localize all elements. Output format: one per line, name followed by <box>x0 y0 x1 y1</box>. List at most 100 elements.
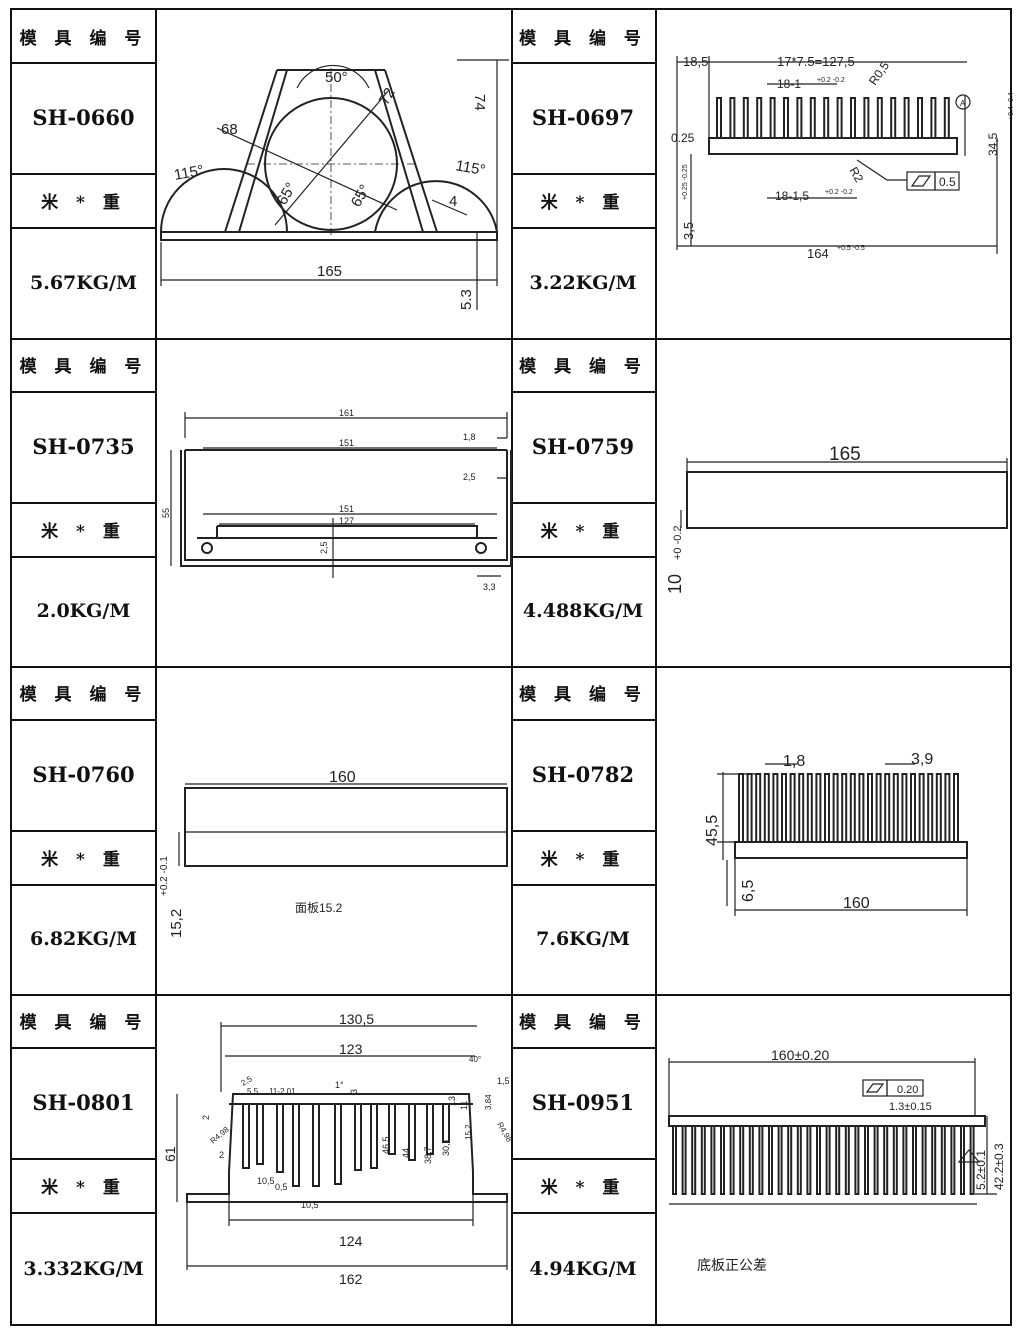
profile-drawing-sh-0660: 50° 72 74 68 115° 115° 65° 65° 4 165 5.3 <box>160 59 509 310</box>
mold-code-header: 模 具 编 号 <box>519 1013 647 1033</box>
fin <box>756 97 763 139</box>
fin <box>354 1103 362 1171</box>
fin <box>931 1125 937 1195</box>
fin <box>276 1103 284 1173</box>
fin <box>917 97 923 139</box>
dim-15-2: 15,2 <box>168 909 185 938</box>
dim-161: 161 <box>339 408 354 418</box>
dim-3-9: 3,9 <box>911 751 933 768</box>
dim-4: 4 <box>449 193 457 210</box>
fin <box>912 1125 917 1195</box>
dim-6-5: 6,5 <box>740 880 757 902</box>
dim-2-inner: 2 <box>219 1150 224 1160</box>
dim-115-right: 115° <box>454 157 486 179</box>
dim-160: 160±0.20 <box>771 1047 830 1063</box>
dim-165: 165 <box>317 263 342 280</box>
dim-165: 165 <box>829 444 861 465</box>
fin <box>796 1125 802 1195</box>
dim-151-top: 151 <box>339 438 354 448</box>
fin <box>742 97 749 139</box>
fin <box>312 1103 320 1187</box>
dim-44: 44 <box>401 1148 411 1158</box>
fin <box>918 773 925 843</box>
fin <box>867 773 873 843</box>
fin <box>681 1125 687 1195</box>
dim-3: 3 <box>349 1089 359 1094</box>
fin <box>876 97 883 139</box>
mold-code-header: 模 具 编 号 <box>19 1013 148 1033</box>
fin <box>787 1125 793 1195</box>
dim-74: 74 <box>471 94 488 111</box>
grid-line <box>12 338 1012 340</box>
fin <box>256 1103 264 1165</box>
fin <box>960 1125 965 1195</box>
note-base-tolerance: 底板正公差 <box>697 1257 767 1273</box>
fin <box>768 1125 773 1195</box>
dim-164: 164 <box>807 246 829 261</box>
dim-160: 160 <box>329 769 356 786</box>
mold-code: SH-0760 <box>32 762 135 787</box>
dim-160: 160 <box>843 895 870 912</box>
dim-2-5-right: 2,5 <box>463 472 476 482</box>
fin <box>890 97 897 139</box>
fin <box>892 773 899 843</box>
weight-value: 4.488KG/M <box>522 600 644 622</box>
weight-value: 6.82KG/M <box>30 928 137 950</box>
dim-fin-bot: 18-1,5 <box>775 189 809 203</box>
dim-34-5-tol: +0.4 -0.4 <box>1008 92 1015 120</box>
mold-code: SH-0660 <box>32 105 135 130</box>
dim-40-deg: 40° <box>469 1055 481 1064</box>
dim-65-right: 65° <box>348 182 374 210</box>
weight-value: 4.94KG/M <box>529 1258 637 1280</box>
fin <box>935 773 942 843</box>
fin <box>729 1125 735 1195</box>
fin <box>902 1125 908 1195</box>
dim-10-5-a: 10,5 <box>257 1176 275 1186</box>
fin <box>738 773 744 843</box>
dim-10-tol: +0 -0.2 <box>672 525 684 560</box>
dim-18-5: 18,5 <box>683 54 708 69</box>
fin <box>710 1125 716 1195</box>
weight-header: 米 * 重 <box>41 1177 126 1198</box>
dim-124: 124 <box>339 1233 363 1249</box>
dim-55: 55 <box>161 508 171 518</box>
mold-code-header: 模 具 编 号 <box>19 685 148 705</box>
mold-code-header: 模 具 编 号 <box>19 28 148 49</box>
fin <box>815 773 822 843</box>
mold-code-header: 模 具 编 号 <box>19 357 148 377</box>
drawing-sheet: 模 具 编 号 SH-0660 米 * 重 5.67KG/M 模 具 编 号 S… <box>10 8 1015 1326</box>
dim-3-3: 3,3 <box>483 582 496 592</box>
fin <box>892 1125 898 1195</box>
fin <box>944 773 951 843</box>
fin <box>849 773 856 843</box>
dim-2-5-center: 2,5 <box>319 541 329 554</box>
profile-drawing-sh-0782: 1,8 3,9 45,5 6,5 160 <box>704 751 968 916</box>
fin <box>875 773 882 843</box>
dim-72: 72 <box>376 85 399 108</box>
weight-header: 米 * 重 <box>41 849 126 870</box>
dim-68: 68 <box>221 121 238 138</box>
dim-fin-bot-tol: +0.2 -0.2 <box>825 189 853 196</box>
note-panel: 面板15.2 <box>295 901 343 915</box>
dim-2-left: 2 <box>201 1115 211 1120</box>
profile-drawing-sh-0801: 130,5 123 40° 1,5 2,5 5,5 11-2,01 1° 3 1… <box>162 1011 514 1287</box>
dim-r4-98-left: R4,98 <box>209 1125 232 1146</box>
dim-fin-top: 18-1 <box>777 77 801 91</box>
fin <box>903 97 910 139</box>
fin <box>850 97 856 139</box>
dim-42-2: 42.2±0.3 <box>992 1143 1006 1190</box>
fin <box>806 773 813 843</box>
fin <box>835 1125 841 1195</box>
weight-header: 米 * 重 <box>41 521 126 542</box>
dim-tol-0-25: +0.25 -0.25 <box>682 164 689 200</box>
fin <box>769 97 776 139</box>
dim-1-8: 1,8 <box>783 753 805 770</box>
mold-code-header: 模 具 编 号 <box>519 685 647 705</box>
dim-11-2-01: 11-2,01 <box>269 1087 296 1096</box>
fin <box>716 97 722 139</box>
fin <box>334 1103 342 1185</box>
fin <box>858 773 865 843</box>
fin <box>823 97 830 139</box>
fin <box>844 1125 850 1195</box>
profile-drawing-sh-0759: 165 10 +0 -0.2 <box>665 444 1008 594</box>
